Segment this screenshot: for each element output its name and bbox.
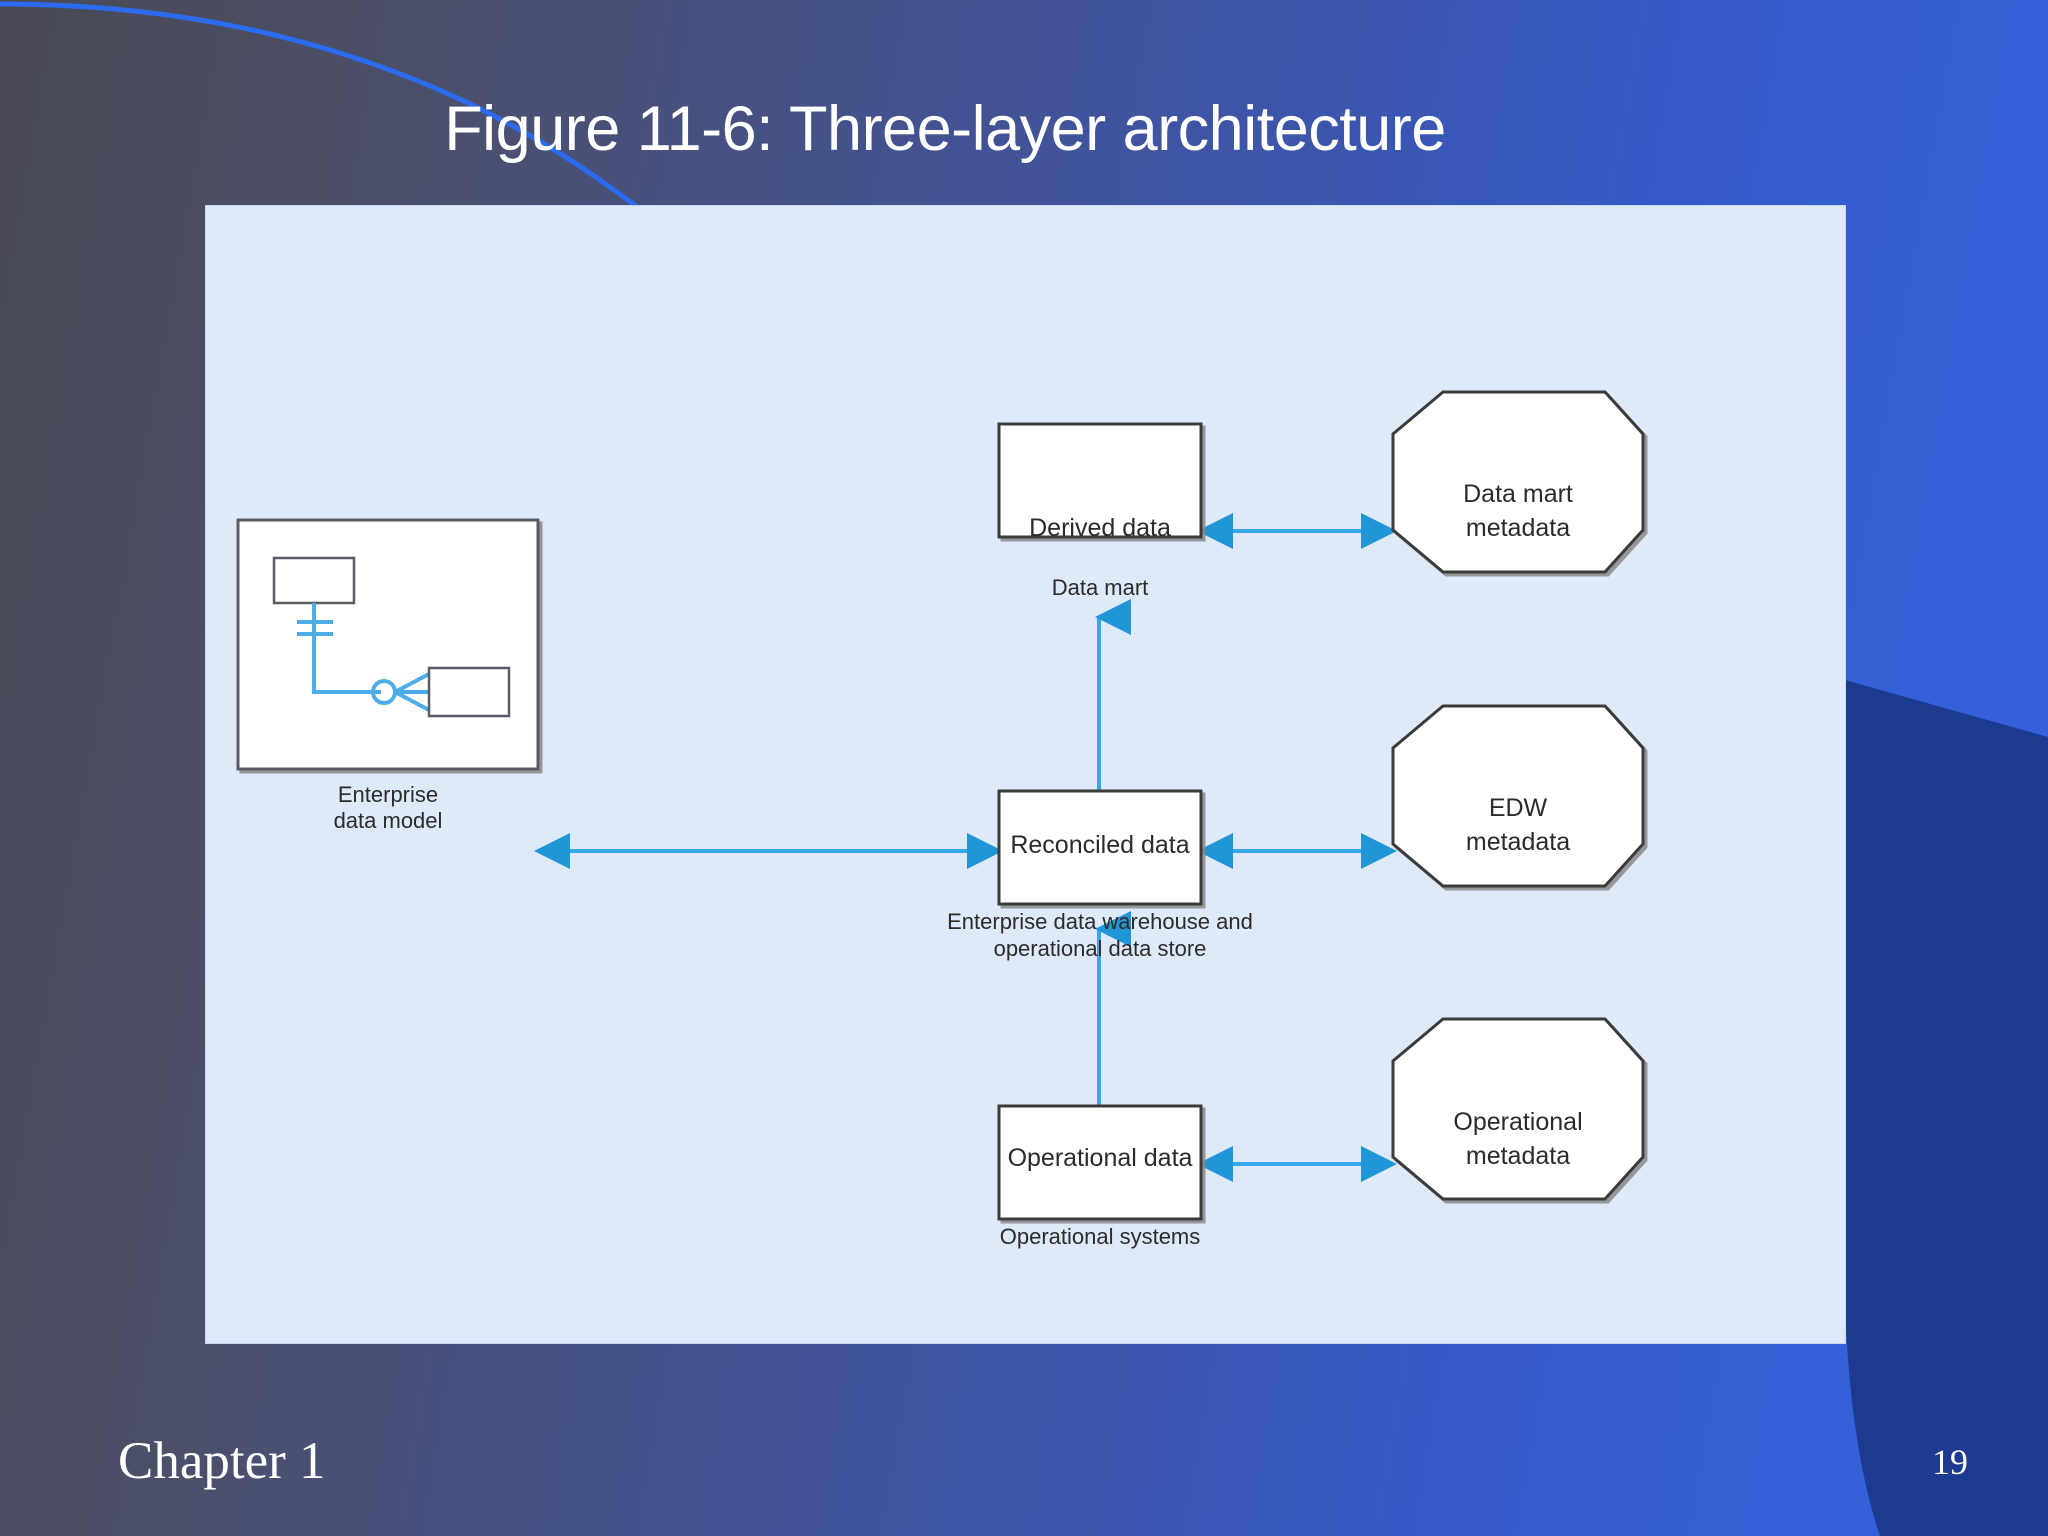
er-entity-box-2 bbox=[427, 666, 511, 718]
page-number: 19 bbox=[1932, 1442, 1968, 1482]
enterprise-model-caption-line1: Enterprise bbox=[338, 782, 438, 807]
operational-metadata-line1: Operational bbox=[1453, 1108, 1582, 1136]
reconciled-data-label: Reconciled data bbox=[1010, 831, 1189, 859]
derived-data-label: Derived data bbox=[1029, 514, 1171, 542]
operational-data-label: Operational data bbox=[1008, 1144, 1193, 1172]
operational-metadata-line2: metadata bbox=[1466, 1142, 1570, 1170]
node-derived-data: Derived data Data mart bbox=[997, 422, 1203, 600]
architecture-diagram: Enterprise data model Derived data Data … bbox=[236, 390, 1645, 1249]
er-crowsfoot-icon bbox=[394, 672, 430, 712]
edw-metadata-line2: metadata bbox=[1466, 828, 1570, 856]
dark-navy-polygon bbox=[1845, 680, 2048, 1536]
node-enterprise-data-model: Enterprise data model bbox=[236, 518, 540, 833]
data-mart-metadata-line1: Data mart bbox=[1463, 480, 1573, 508]
edw-metadata-line1: EDW bbox=[1489, 794, 1548, 822]
page-title: Figure 11-6: Three-layer architecture bbox=[444, 94, 1446, 164]
node-operational-data: Operational data Operational systems bbox=[997, 1104, 1203, 1249]
operational-systems-caption: Operational systems bbox=[1000, 1224, 1201, 1249]
edw-caption-line2: operational data store bbox=[994, 936, 1207, 961]
footer-chapter-label: Chapter 1 bbox=[118, 1432, 326, 1490]
data-mart-caption: Data mart bbox=[1052, 575, 1149, 600]
node-data-mart-metadata: Data mart metadata bbox=[1391, 390, 1645, 574]
node-reconciled-data: Reconciled data Enterprise data warehous… bbox=[947, 789, 1253, 961]
edw-caption-line1: Enterprise data warehouse and bbox=[947, 909, 1253, 934]
node-operational-metadata: Operational metadata bbox=[1391, 1017, 1645, 1201]
node-edw-metadata: EDW metadata bbox=[1391, 704, 1645, 888]
enterprise-model-caption-line2: data model bbox=[334, 808, 443, 833]
data-mart-metadata-line2: metadata bbox=[1466, 514, 1570, 542]
er-entity-box-1 bbox=[272, 556, 356, 605]
figure-panel: Enterprise data model Derived data Data … bbox=[205, 205, 1846, 1344]
